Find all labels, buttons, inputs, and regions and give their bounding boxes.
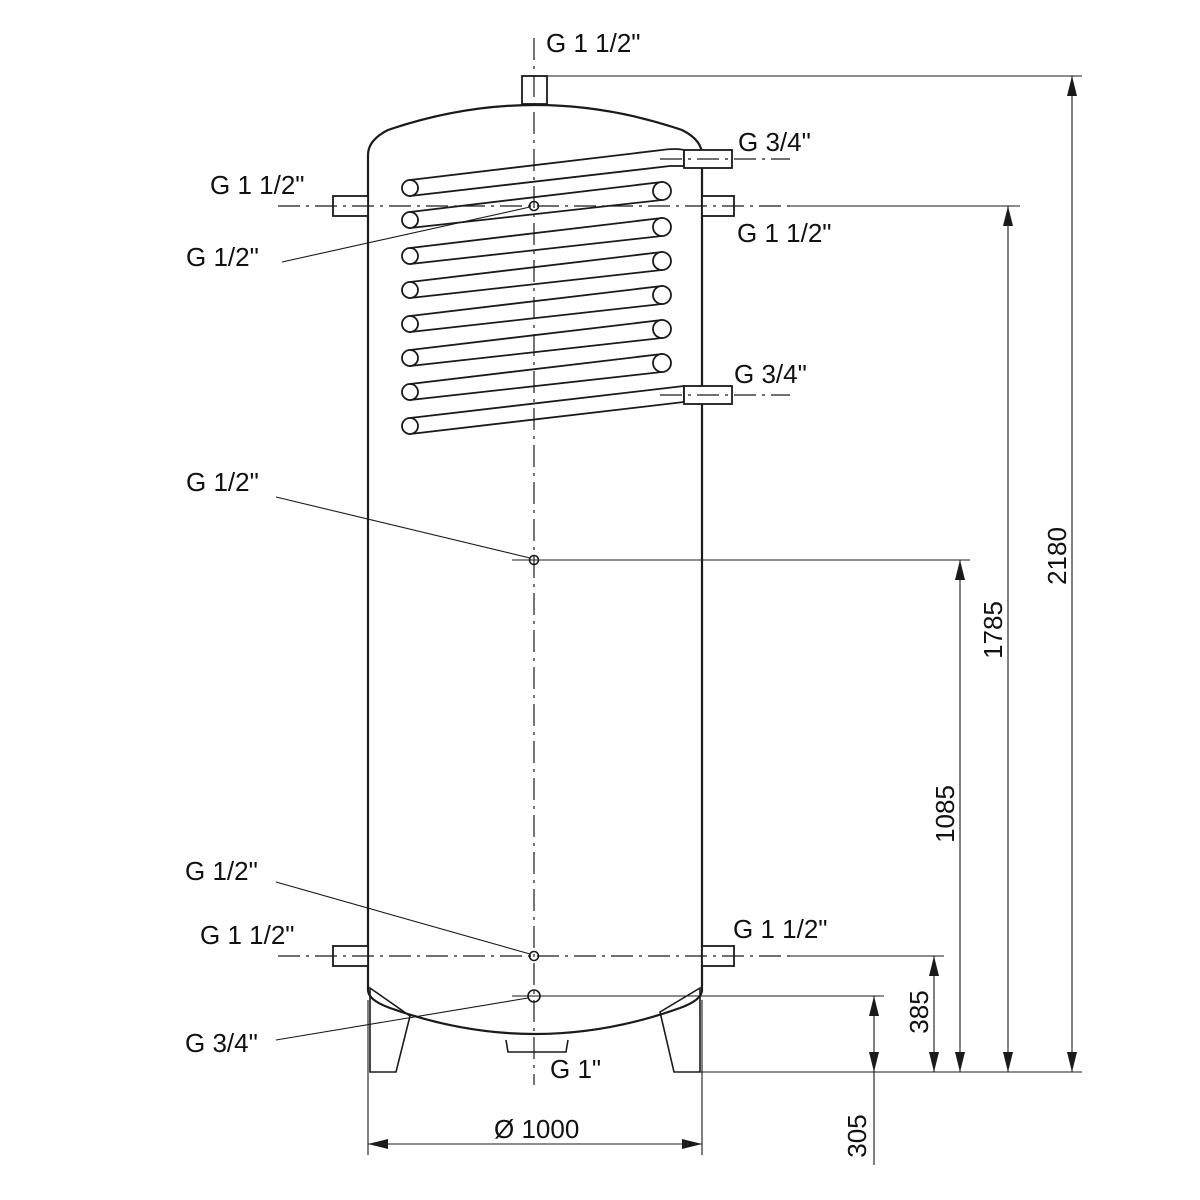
label-upper-right-port: G 1 1/2" [737, 218, 832, 248]
dimension-extension-lines [367, 75, 1082, 1155]
dimension-lines [368, 76, 1077, 1165]
dim-total-height: 2180 [1042, 527, 1072, 585]
label-bottom-drain: G 1" [550, 1054, 601, 1084]
dim-diameter: Ø 1000 [494, 1114, 579, 1144]
label-middle-sensor: G 1/2" [186, 467, 259, 497]
heat-exchanger-coil [401, 148, 685, 436]
connection-labels: G 1 1/2" G 3/4" G 1 1/2" G 1 1/2" G 1/2"… [185, 28, 832, 1084]
label-lower-sensor: G 1/2" [185, 856, 258, 886]
sensor-points [512, 200, 556, 1003]
label-top-outlet: G 1 1/2" [546, 28, 641, 58]
bottom-drain-nozzle [505, 1039, 569, 1053]
label-bottom-left-inlet: G 3/4" [185, 1028, 258, 1058]
dim-bottom-inlet-height: 305 [842, 1114, 872, 1157]
dim-upper-port-height: 1785 [978, 601, 1008, 659]
label-upper-sensor: G 1/2" [186, 242, 259, 272]
label-lower-right-port: G 1 1/2" [733, 914, 828, 944]
dim-middle-sensor-height: 1085 [930, 785, 960, 843]
label-upper-left-port: G 1 1/2" [210, 170, 305, 200]
tank-legs [369, 986, 701, 1073]
leader-lines [275, 206, 531, 1041]
dimension-labels: Ø 1000 2180 1785 1085 385 305 [494, 527, 1072, 1158]
label-coil-lower-right: G 3/4" [734, 359, 807, 389]
dim-lower-port-height: 385 [904, 990, 934, 1033]
label-lower-left-port: G 1 1/2" [200, 920, 295, 950]
label-coil-upper-right: G 3/4" [738, 127, 811, 157]
port-axis-lines [278, 158, 790, 957]
